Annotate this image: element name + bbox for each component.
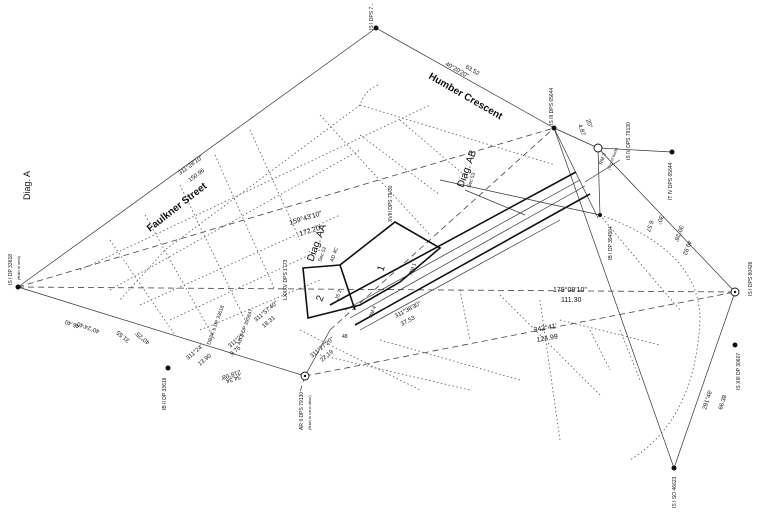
js2-label: JS 2 xyxy=(334,289,343,301)
bearing-30: 30° xyxy=(655,214,664,225)
rm4-label: RM 4 xyxy=(368,305,378,318)
distance-31-55: 31.55 xyxy=(115,328,131,343)
plan-labels: Diag. A Diag. AA Sec 52 AD 4C Diag. AB S… xyxy=(8,2,754,508)
faulkner-street-label: Faulkner Street xyxy=(145,180,210,234)
lot-lines xyxy=(79,84,701,461)
rm1-label: RM 1 xyxy=(408,262,418,275)
mark-ib2-dp33618: IB II DP 33618 xyxy=(162,377,168,410)
lot-1-label: 1 xyxy=(375,264,387,273)
bearing-342-41: 342°41' xyxy=(533,322,558,334)
mark-lxxxv-dps1773: LXXXV DPS 1773 xyxy=(283,259,289,300)
distance-37-53: 37.53 xyxy=(400,315,417,328)
diag-a-label: Diag. A xyxy=(22,171,32,200)
mark-is1-so46623: IS I SO 46623 xyxy=(672,476,678,508)
survey-marks xyxy=(15,25,740,471)
lot-boundaries xyxy=(302,221,442,320)
distance-45-40: 45.40 xyxy=(64,318,81,329)
road-corridor xyxy=(329,171,601,331)
distance-49-92: 49.92 xyxy=(681,239,692,256)
distance-34-34: 34.34 xyxy=(224,373,241,384)
mark-ar2-dps79130: AR II DPS 79130 xyxy=(299,392,305,430)
mark-ib1-dp394564: IB I DP 394564 xyxy=(608,226,614,260)
distance-6-57: 6.57 xyxy=(644,219,654,233)
distance-48: 48 xyxy=(342,334,348,340)
ad-label: AD 4C xyxy=(329,246,340,262)
distance-124-99: 124.99 xyxy=(536,333,558,344)
distance-150-96: 150.96 xyxy=(188,168,207,184)
mark-is13-dps30607: IS XIII DP 30607 xyxy=(736,353,742,390)
distance-4-87: 4.87 xyxy=(576,124,586,138)
mark-is1-dp33618: IS I DP 33618 xyxy=(8,254,14,285)
bearing-291-46: 291°46' xyxy=(702,390,714,411)
traverse-lines xyxy=(17,27,736,469)
bearing-179-08-10: 179°08'10" xyxy=(553,286,587,294)
distance-13-90: 13.90 xyxy=(197,353,213,368)
bearing-218-08: 218°08' xyxy=(220,368,241,380)
bearing-20: 20° xyxy=(584,119,593,130)
bearing-30-26: 30°26' xyxy=(672,224,683,242)
distance-66-38: 66.38 xyxy=(718,394,729,411)
distance-111-30: 111.30 xyxy=(561,297,581,304)
diag-ab-sec-label: Sec 53 xyxy=(466,172,477,189)
mark-is4-dps79130: IS IV DPS 79130 xyxy=(626,122,632,160)
mark-rm3: RM 3 xyxy=(598,152,608,165)
mark-xviii-dps: XVIII DPS 79/30 xyxy=(388,185,394,222)
mark-ar2-note: (flush in conc drive) xyxy=(307,395,312,430)
diag-aa-sec-label: Sec 52 xyxy=(317,246,328,263)
mark-dbsk-dp33618: DBSK b DP 33618 xyxy=(206,305,226,346)
mark-is1-dps80426: IS I DPS 80426 xyxy=(748,261,754,296)
bearing-40-25: 40°25' xyxy=(134,330,151,345)
mark-it4-dps65644: IT IV DPS 65644 xyxy=(668,162,674,200)
mark-is1-dps7: IS I DPS 7... xyxy=(369,2,375,30)
mark-is1-dp33618-note: (flush in seal) xyxy=(16,256,21,280)
lot-2-label: 2 xyxy=(314,294,326,303)
dashed-traverse xyxy=(17,127,736,393)
mark-is3-dps65644: IS III DPS 65644 xyxy=(549,88,555,125)
